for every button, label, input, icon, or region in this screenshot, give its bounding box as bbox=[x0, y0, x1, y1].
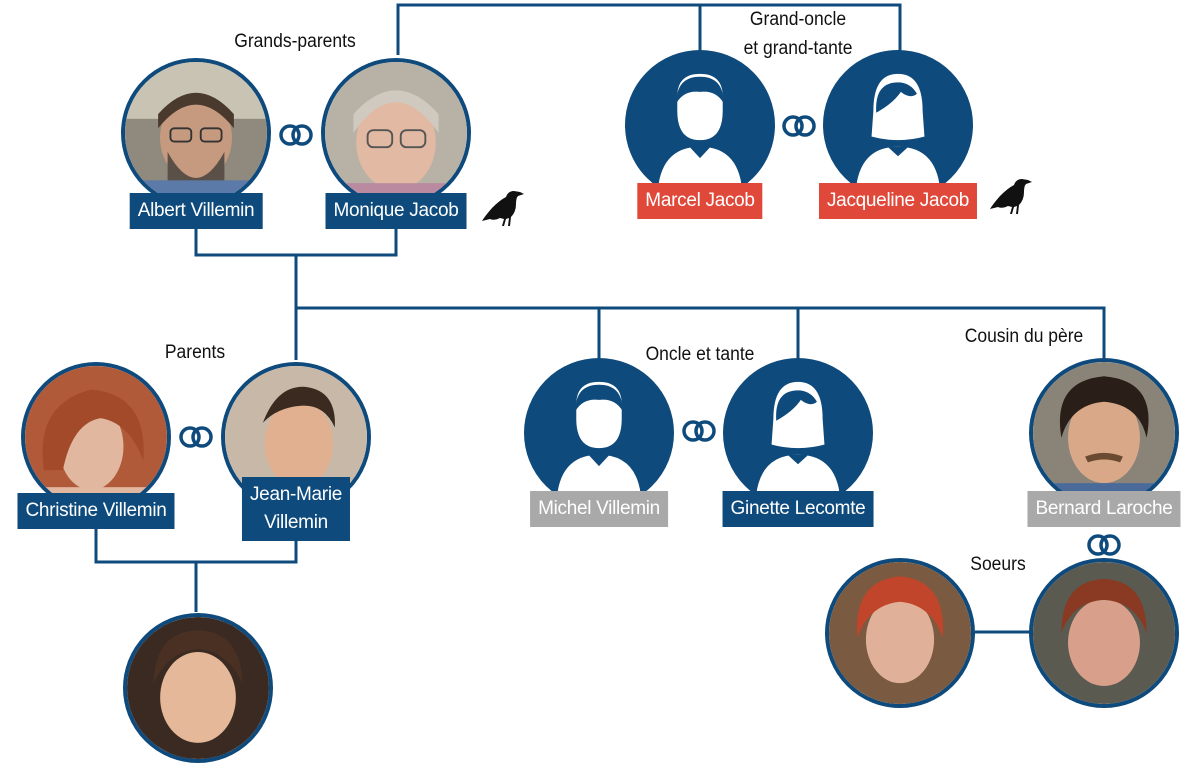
rings-icon bbox=[780, 114, 818, 138]
crow-icon bbox=[988, 176, 1034, 218]
label-marcel-jacob: Marcel Jacob bbox=[637, 183, 763, 219]
heading-grandparents: Grands-parents bbox=[234, 31, 356, 52]
portrait-monique-jacob bbox=[321, 58, 471, 208]
label-christine-villemin: Christine Villemin bbox=[17, 493, 175, 529]
portrait-bernard-laroche bbox=[1029, 358, 1179, 508]
crow-icon bbox=[480, 188, 526, 230]
link-grandmother-great-aunt bbox=[396, 3, 902, 55]
portrait-albert-villemin bbox=[121, 58, 271, 208]
label-jean-marie-line1: Jean-Marie bbox=[249, 484, 343, 505]
family-tree-connectors bbox=[94, 3, 1106, 634]
rings-icon bbox=[680, 419, 718, 443]
heading-uncle-aunt: Oncle et tante bbox=[645, 344, 755, 365]
portrait-child bbox=[123, 613, 273, 763]
label-michel-villemin: Michel Villemin bbox=[530, 491, 668, 527]
portrait-christine-villemin bbox=[21, 362, 171, 512]
label-jean-marie-villemin: Jean-Marie Villemin bbox=[241, 477, 351, 541]
person-child bbox=[123, 613, 273, 763]
label-jacqueline-jacob: Jacqueline Jacob bbox=[818, 183, 978, 219]
portrait-sister-2 bbox=[1029, 558, 1179, 708]
person-christine-villemin: Christine Villemin bbox=[17, 362, 175, 529]
person-marcel-jacob: Marcel Jacob bbox=[625, 50, 775, 219]
label-jean-marie-line2: Villemin bbox=[264, 512, 328, 533]
label-monique-jacob: Monique Jacob bbox=[325, 193, 467, 229]
person-sister-1 bbox=[825, 558, 975, 708]
portrait-michel-villemin bbox=[524, 358, 674, 508]
person-bernard-laroche: Bernard Laroche bbox=[1027, 358, 1181, 527]
portrait-ginette-lecomte bbox=[723, 358, 873, 508]
heading-great-uncle-line2: et grand-tante bbox=[743, 38, 853, 59]
label-bernard-laroche: Bernard Laroche bbox=[1027, 491, 1181, 527]
label-albert-villemin: Albert Villemin bbox=[129, 193, 263, 229]
label-ginette-lecomte: Ginette Lecomte bbox=[722, 491, 874, 527]
rings-icon bbox=[1085, 533, 1123, 557]
person-michel-villemin: Michel Villemin bbox=[524, 358, 674, 527]
heading-great-uncle-aunt: Grand-oncle et grand-tante bbox=[724, 5, 871, 63]
person-jean-marie-villemin: Jean-Marie Villemin bbox=[221, 362, 371, 541]
rings-icon bbox=[277, 123, 315, 147]
heading-sisters: Soeurs bbox=[970, 554, 1026, 575]
person-monique-jacob: Monique Jacob bbox=[321, 58, 471, 229]
portrait-jacqueline-jacob bbox=[823, 50, 973, 200]
person-ginette-lecomte: Ginette Lecomte bbox=[722, 358, 874, 527]
rings-icon bbox=[177, 425, 215, 449]
person-jacqueline-jacob: Jacqueline Jacob bbox=[818, 50, 978, 219]
heading-father-cousin: Cousin du père bbox=[964, 326, 1084, 347]
heading-parents: Parents bbox=[164, 342, 226, 363]
person-albert-villemin: Albert Villemin bbox=[121, 58, 271, 229]
link-grandparents-couple bbox=[194, 228, 398, 257]
portrait-marcel-jacob bbox=[625, 50, 775, 200]
person-sister-2 bbox=[1029, 558, 1179, 708]
heading-great-uncle-line1: Grand-oncle bbox=[749, 9, 847, 30]
link-generation-bar bbox=[296, 306, 1106, 360]
portrait-sister-1 bbox=[825, 558, 975, 708]
